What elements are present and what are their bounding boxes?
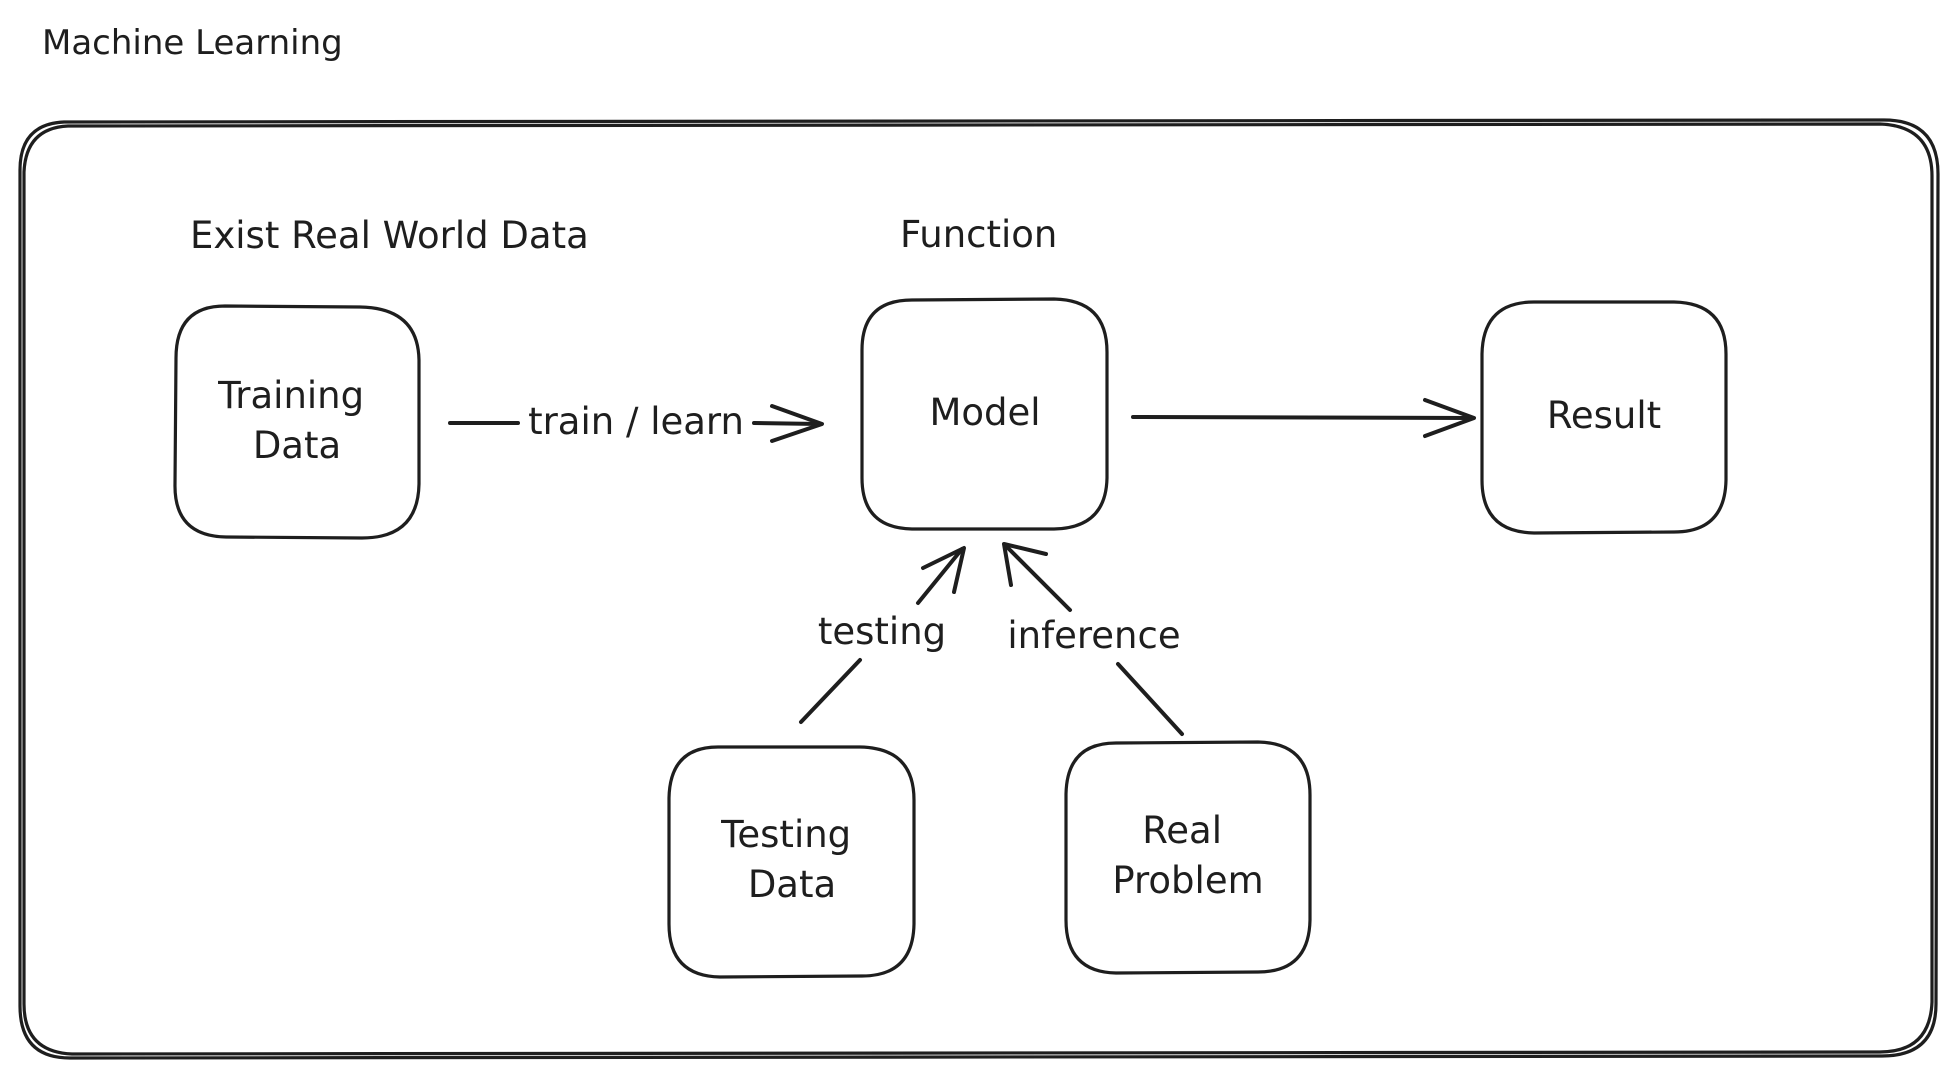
- result-label: Result: [1547, 394, 1661, 437]
- testing-data-label-line2: Data: [748, 863, 836, 906]
- svg-text:Testing Data: Testing Data: [720, 813, 863, 906]
- diagram-title: Machine Learning: [42, 23, 343, 63]
- testing-data-label-line1: Testing: [720, 813, 851, 856]
- testing-arrow: [799, 546, 966, 724]
- real-problem-node: Real Problem: [1064, 740, 1312, 975]
- svg-text:Training Data: Training Data: [217, 374, 376, 467]
- testing-arrow-label: testing: [818, 610, 946, 653]
- model-node: Model: [860, 297, 1109, 531]
- ml-container-frame: [18, 118, 1940, 1060]
- training-data-label-line2: Data: [253, 424, 341, 467]
- real-problem-label-line1: Real: [1142, 809, 1222, 852]
- function-section-label: Function: [900, 213, 1057, 256]
- inference-arrow: [1002, 542, 1184, 736]
- training-data-label-line1: Training: [217, 374, 364, 417]
- real-problem-label-line2: Problem: [1112, 859, 1263, 902]
- result-arrow: [1131, 398, 1476, 438]
- svg-text:Real Problem: Real Problem: [1112, 809, 1263, 902]
- train-arrow-label: train / learn: [528, 400, 744, 443]
- data-section-label: Exist Real World Data: [190, 214, 589, 257]
- inference-arrow-label: inference: [1007, 614, 1180, 657]
- training-data-node: Training Data: [173, 304, 421, 540]
- result-node: Result: [1480, 300, 1728, 535]
- testing-data-node: Testing Data: [667, 745, 916, 979]
- model-label: Model: [929, 391, 1040, 434]
- train-arrow: [448, 404, 824, 443]
